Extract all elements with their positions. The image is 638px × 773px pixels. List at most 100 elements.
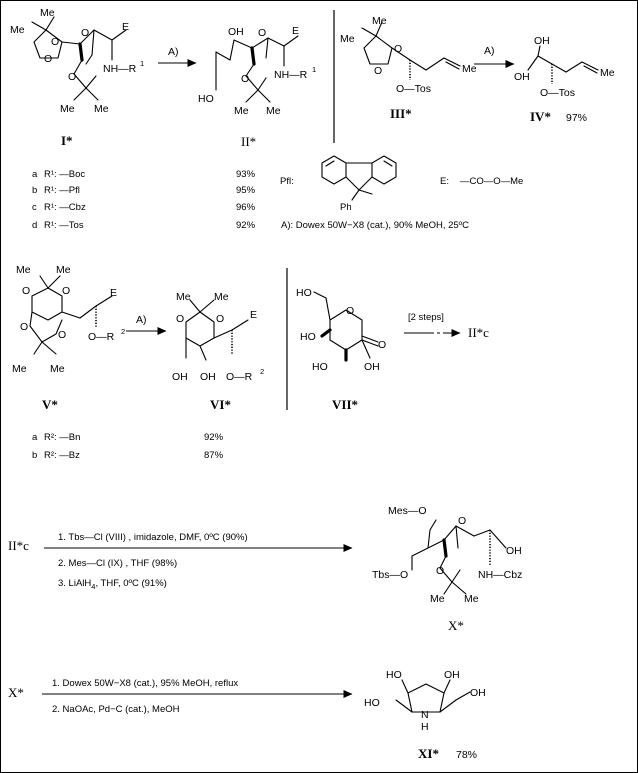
atom-e: E xyxy=(292,25,299,37)
atom-o: O xyxy=(176,313,184,325)
atom-o: O xyxy=(81,27,89,39)
atom-ho: HO xyxy=(312,361,328,373)
atom-h: H xyxy=(421,721,429,733)
atom-ho: HO xyxy=(364,697,380,709)
compound-label-VI: VI* xyxy=(210,397,231,412)
structure-X xyxy=(411,519,507,595)
atom-o: O xyxy=(258,27,266,39)
r2-table: a R²: —Bn 92% b R²: —Bz 87% xyxy=(32,432,224,461)
compound-label-X: X* xyxy=(448,618,464,633)
mes-o-label: Mes—O xyxy=(388,505,427,517)
r1-row-yield: 93% xyxy=(236,169,256,180)
structure-III xyxy=(361,21,461,80)
compound-label-VII: VII* xyxy=(332,397,358,412)
yield-XI: 78% xyxy=(456,749,477,761)
atom-oh: OH xyxy=(172,371,188,383)
atom-me: Me xyxy=(50,363,65,375)
atom-o: O xyxy=(216,313,224,325)
r1-row-label: R¹: —Pfl xyxy=(44,185,80,196)
atom-me: Me xyxy=(60,103,75,115)
atom-o: O xyxy=(20,321,28,333)
atom-o: O xyxy=(22,285,30,297)
structure-XI xyxy=(395,679,471,713)
atom-oh: OH xyxy=(514,71,530,83)
atom-o: O xyxy=(51,36,59,48)
atom-e: E xyxy=(122,21,129,33)
atom-me: Me xyxy=(462,63,477,75)
atom-e: E xyxy=(110,287,117,299)
r1-table: a R¹: —Boc 93% b R¹: —Pfl 95% c R¹: —Cbz… xyxy=(32,169,256,231)
atom-me: Me xyxy=(16,264,31,276)
superscript: 1 xyxy=(140,59,144,68)
step-4-1: 1. Dowex 50W−X8 (cat.), 95% MeOH, reflux xyxy=(52,678,238,689)
step-3-3a: 3. LiAlH xyxy=(58,578,91,589)
atom-ho: HO xyxy=(300,331,316,343)
atom-me: Me xyxy=(214,291,229,303)
atom-o: O xyxy=(62,285,70,297)
atom-me: Me xyxy=(40,7,55,19)
atom-me: Me xyxy=(430,593,445,605)
structure-VI xyxy=(185,299,249,361)
r1-row-tag: b xyxy=(32,185,37,196)
o-tos-label: O—Tos xyxy=(540,87,575,99)
atom-ho: HO xyxy=(198,93,214,105)
compound-label-XI: XI* xyxy=(418,746,439,761)
nh-cbz-label: NH—Cbz xyxy=(478,569,522,581)
atom-o: O xyxy=(436,565,444,577)
nh-r1-label: NH—R xyxy=(103,63,137,75)
r1-row-label: R¹: —Boc xyxy=(44,169,85,180)
o-r2-label: O—R xyxy=(88,331,115,343)
superscript: 1 xyxy=(312,65,316,74)
step-3-3b: , THF, 0ºC (91%) xyxy=(95,578,166,589)
compound-label-IIc: II*c xyxy=(468,325,489,340)
atom-me: Me xyxy=(56,264,71,276)
superscript: 2 xyxy=(260,367,264,376)
compound-label-IIc: II*c xyxy=(8,538,29,553)
r1-row-tag: c xyxy=(32,202,37,213)
compound-label-III: III* xyxy=(390,106,412,121)
atom-me: Me xyxy=(372,15,387,27)
r1-row-label: R¹: —Tos xyxy=(44,220,84,231)
conditions-a: A): Dowex 50W−X8 (cat.), 90% MeOH, 25ºC xyxy=(281,220,469,231)
atom-oh: OH xyxy=(444,669,460,681)
r2-row-yield: 92% xyxy=(204,432,224,443)
e-legend-label: E: xyxy=(440,176,449,187)
step-3-3sub: 4 xyxy=(91,582,95,591)
step-3-1: 1. Tbs—Cl (VIII) , imidazole, DMF, 0ºC (… xyxy=(58,532,248,543)
atom-me: Me xyxy=(10,24,25,36)
atom-me: Me xyxy=(266,105,281,117)
atom-oh: OH xyxy=(470,687,486,699)
tbs-o-label: Tbs—O xyxy=(372,569,408,581)
atom-me: Me xyxy=(600,67,615,79)
step-3-2: 2. Mes—Cl (IX) , THF (98%) xyxy=(58,558,177,569)
atom-o: O xyxy=(68,71,76,83)
structure-IV xyxy=(527,45,599,84)
compound-label-V: V* xyxy=(42,397,58,412)
r1-row-yield: 92% xyxy=(236,220,256,231)
atom-o: O xyxy=(458,515,466,527)
step-4-2: 2. NaOAc, Pd−C (cat.), MeOH xyxy=(52,704,180,715)
atom-me: Me xyxy=(234,105,249,117)
r1-row-yield: 96% xyxy=(236,202,256,213)
structure-II xyxy=(215,35,299,103)
atom-o: O xyxy=(58,329,66,341)
nh-r1-label: NH—R xyxy=(274,69,308,81)
atom-o: O xyxy=(378,339,386,351)
r1-row-label: R¹: —Cbz xyxy=(44,202,86,213)
atom-me: Me xyxy=(176,291,191,303)
step-3-3: 3. LiAlH4, THF, 0ºC (91%) xyxy=(58,578,167,591)
atom-me: Me xyxy=(464,593,479,605)
r1-row-tag: a xyxy=(32,169,38,180)
two-steps-label: [2 steps] xyxy=(408,312,444,323)
atom-oh: OH xyxy=(534,35,550,47)
atom-e: E xyxy=(250,309,257,321)
structure-I xyxy=(31,16,127,101)
r2-row-label: R²: —Bz xyxy=(44,450,80,461)
atom-o: O xyxy=(374,65,382,77)
e-legend-value: —CO—O—Me xyxy=(460,176,523,187)
r2-row-label: R²: —Bn xyxy=(44,432,80,443)
atom-ph: Ph xyxy=(340,202,352,213)
reagent-label: A) xyxy=(136,314,147,326)
